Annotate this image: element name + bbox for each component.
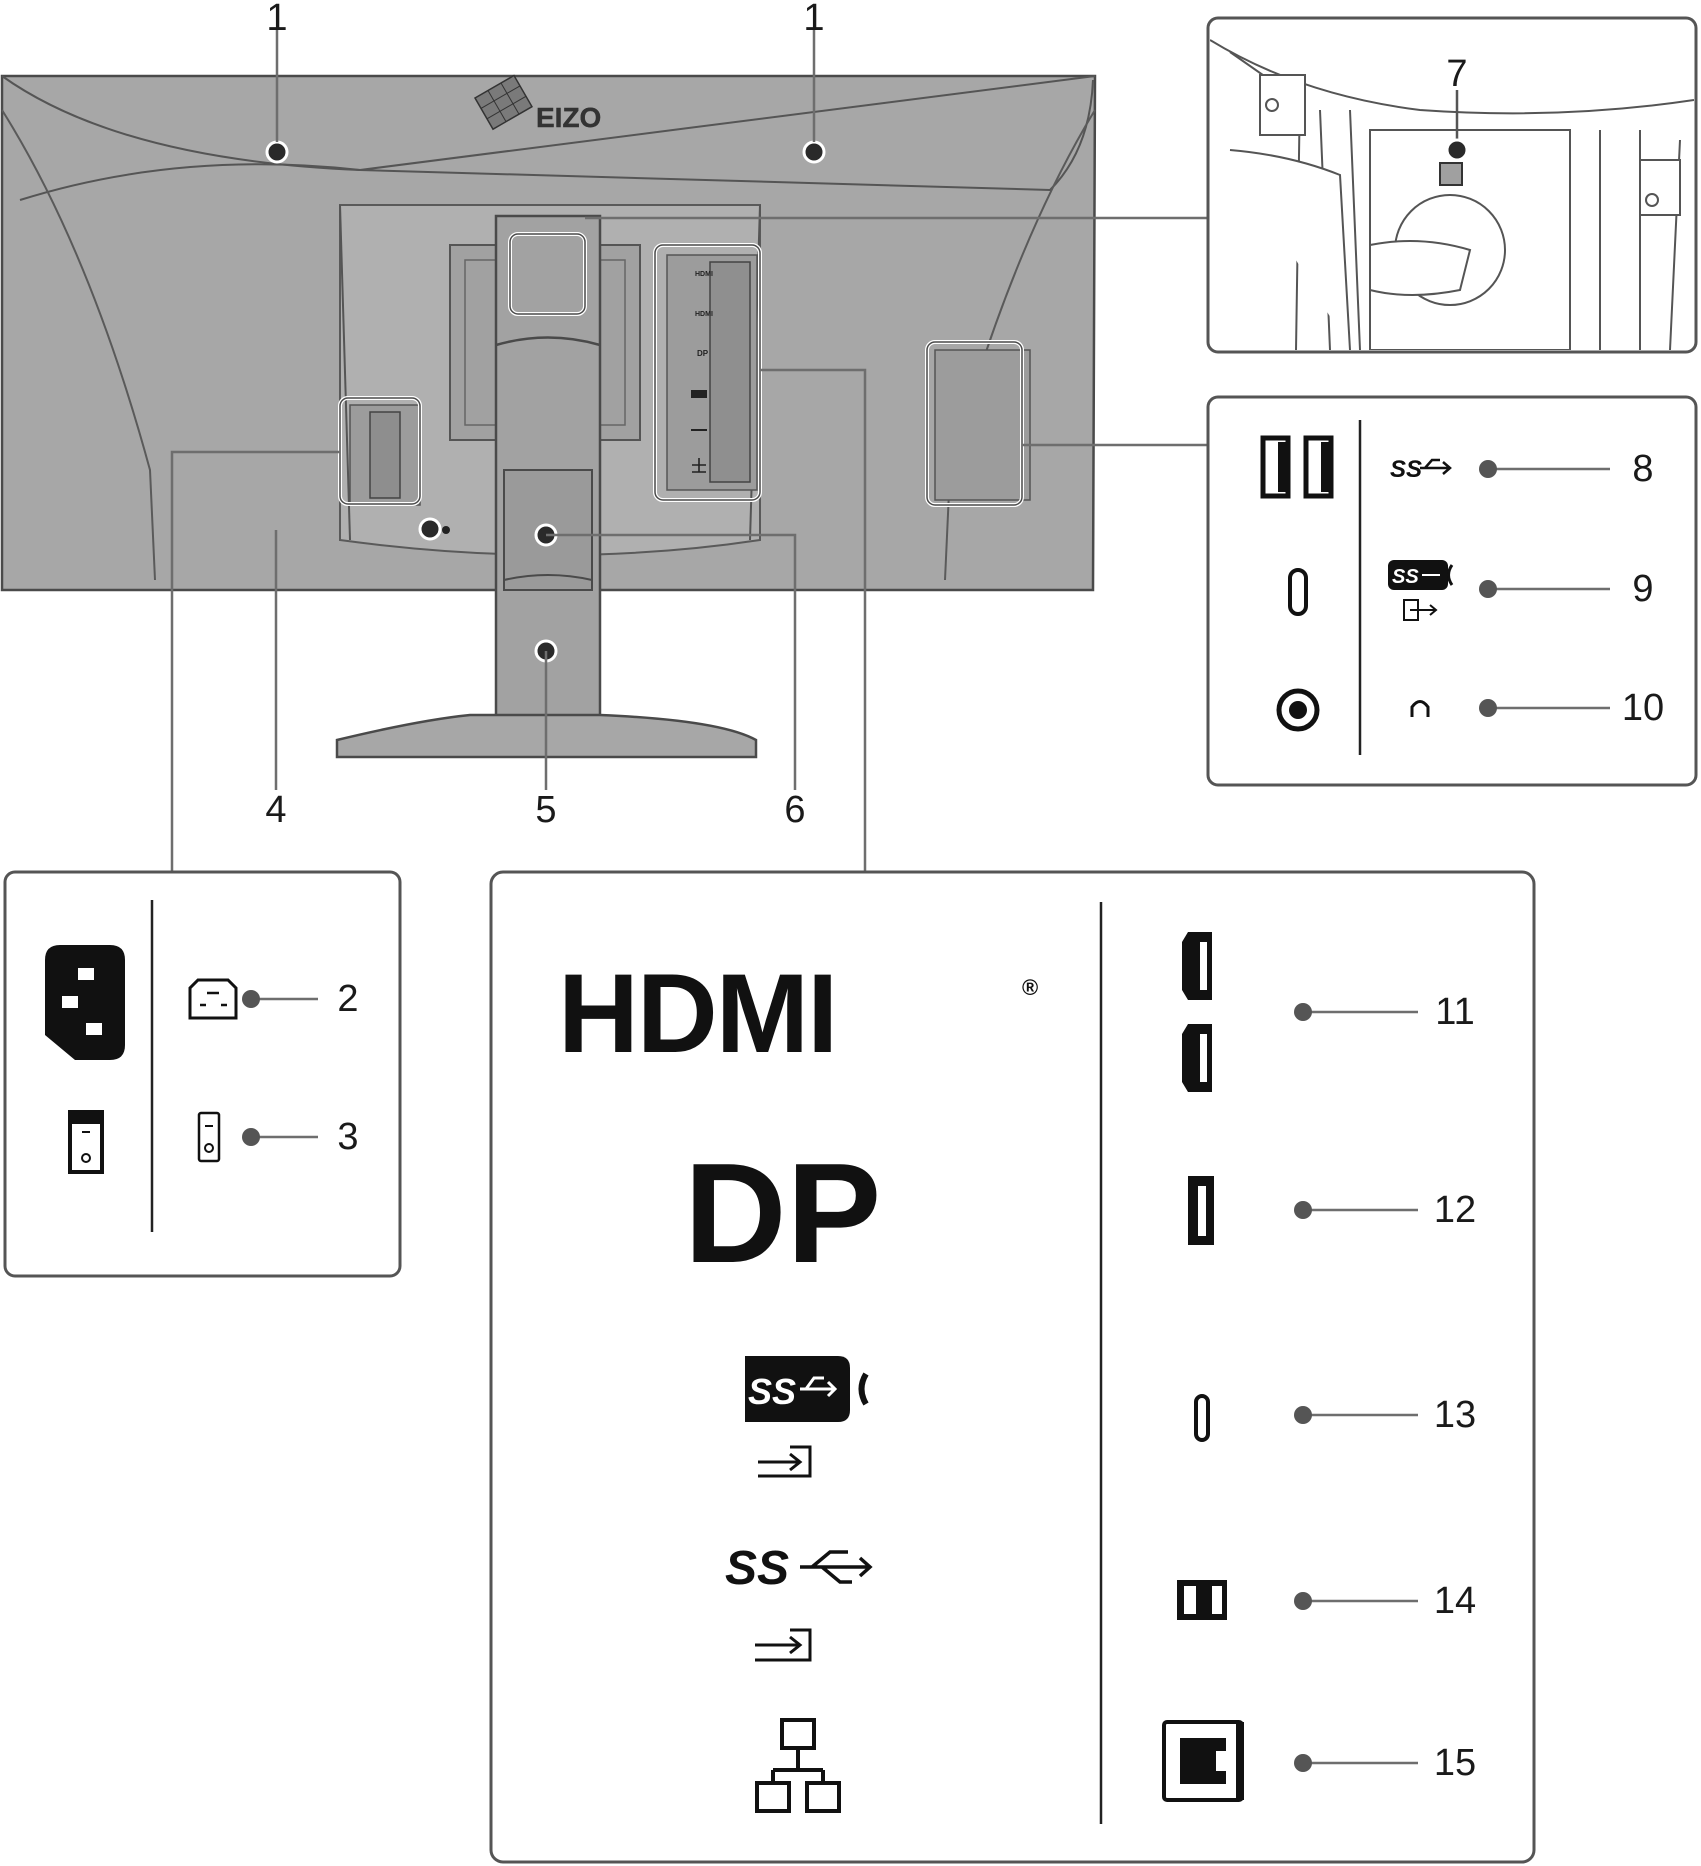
output-arrow-icon (1403, 599, 1438, 621)
power-inlet-small-icon (188, 978, 238, 1020)
usb-a-port-icon (1260, 435, 1334, 499)
hdmi-logo: HDMI ® (558, 951, 1038, 1076)
security-slot-icon (442, 526, 450, 534)
callout-11: 11 (1435, 991, 1474, 1033)
svg-text:SS: SS (1392, 566, 1419, 588)
leader-lines (170, 30, 1208, 872)
back-dp-label: DP (697, 349, 709, 358)
displayport-port-icon (1188, 1176, 1214, 1245)
power-switch-small-icon (197, 1111, 221, 1163)
callout-5: 5 (535, 789, 556, 831)
callout-15: 15 (1434, 1742, 1476, 1784)
network-icon (755, 1718, 841, 1813)
svg-text:SS: SS (1390, 456, 1422, 483)
registered-mark: ® (1022, 975, 1038, 1000)
ss-usb-charging-icon: SS (1388, 560, 1454, 621)
power-inset: 2 3 (3, 870, 402, 1278)
ss-usb-charging-large-icon: SS (745, 1356, 869, 1478)
back-port-labels: HDMI HDMI DP (442, 271, 713, 534)
back-ss-charging-icon (691, 390, 707, 398)
callout-1-right: 1 (803, 0, 824, 39)
eizo-logo-text: EIZO (536, 102, 601, 133)
eizo-logo: EIZO (473, 74, 602, 133)
callout-3: 3 (337, 1116, 358, 1158)
back-hdmi-label-2: HDMI (695, 311, 713, 318)
ss-usb-large-icon: SS (725, 1542, 873, 1662)
input-arrow-icon (758, 1445, 812, 1478)
highlight-boxes (338, 232, 1024, 507)
headphone-jack-icon (1276, 688, 1320, 732)
svg-text:SS: SS (725, 1542, 789, 1595)
cable-holder-inset: 7 (1206, 16, 1698, 354)
main-port-inset: HDMI ® DP SS SS (489, 870, 1536, 1864)
callout-1-left: 1 (266, 0, 287, 39)
usb-c-port-icon (1288, 568, 1308, 616)
callout-13: 13 (1434, 1394, 1476, 1436)
body-callout-dots (265, 140, 826, 663)
input-arrow-icon (755, 1628, 812, 1662)
svg-text:SS: SS (748, 1371, 796, 1412)
usb-side-inset: SS SS 8 9 10 (1206, 395, 1698, 787)
callout-2: 2 (337, 978, 358, 1020)
hdmi-port-icon (1182, 932, 1212, 1092)
callout-6: 6 (784, 789, 805, 831)
callout-7: 7 (1446, 53, 1467, 95)
dp-logo-text: DP (684, 1134, 881, 1293)
back-hdmi-label-1: HDMI (695, 271, 713, 278)
callout-9: 9 (1632, 568, 1653, 610)
callout-14: 14 (1434, 1580, 1476, 1622)
cable-holder-icon (1439, 162, 1463, 186)
ss-usb-icon: SS (1390, 456, 1452, 483)
lan-port-icon (1162, 1720, 1244, 1802)
callout-12: 12 (1434, 1189, 1476, 1231)
callout-8: 8 (1632, 448, 1653, 490)
usb-c-port-icon (1194, 1394, 1210, 1442)
hdmi-logo-text: HDMI (558, 951, 836, 1076)
power-inlet-icon (45, 945, 125, 1060)
power-switch-icon (68, 1110, 104, 1174)
callout-10: 10 (1622, 687, 1664, 729)
usb-b-port-icon (1177, 1580, 1227, 1620)
back-lan-icon (692, 458, 706, 473)
callout-4: 4 (265, 789, 286, 831)
headphone-icon (1410, 700, 1430, 717)
